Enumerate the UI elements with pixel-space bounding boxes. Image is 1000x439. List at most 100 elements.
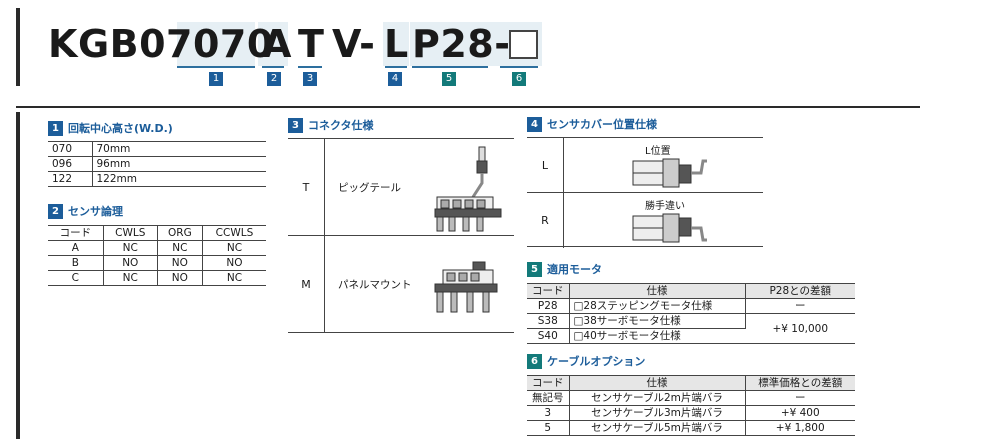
col-header: 仕様 <box>569 283 746 299</box>
table-header-row: コード 仕様 P28との差額 <box>527 283 855 299</box>
underline-3 <box>298 66 322 68</box>
section-6-title: 6 ケーブルオプション <box>527 353 645 369</box>
model-part-a: A <box>262 22 292 66</box>
cell: □40サーボモータ仕様 <box>569 328 745 344</box>
cell: センサケーブル2m片端バラ <box>569 390 746 406</box>
cell: A <box>48 240 104 256</box>
section-2-title: 2 センサ論理 <box>48 203 123 219</box>
underline-5 <box>412 66 488 68</box>
badge-3: 3 <box>303 72 317 86</box>
cell: センサケーブル3m片端バラ <box>569 405 746 421</box>
cell: NC <box>202 270 266 286</box>
badge-2: 2 <box>267 72 281 86</box>
table-row: S40 □40サーボモータ仕様 <box>527 328 855 344</box>
table-row: P28 □28ステッピングモータ仕様 ー <box>527 298 855 314</box>
cell: NC <box>157 240 203 256</box>
underline-1 <box>177 66 255 68</box>
cell: C <box>48 270 104 286</box>
cell: +¥ 400 <box>745 405 855 421</box>
header-divider <box>16 106 920 108</box>
cover-code: R <box>527 193 564 248</box>
model-part-l: L <box>384 22 409 66</box>
section-4-title: 4 センサカバー位置仕様 <box>527 116 657 132</box>
section-1-title: 1 回転中心高さ(W.D.) <box>48 120 173 136</box>
underline-4 <box>385 66 407 68</box>
cable-option-table: コード 仕様 標準価格との差額 無記号 センサケーブル2m片端バラ ー 3 セン… <box>527 375 855 436</box>
cell: NO <box>103 255 158 271</box>
cell: NO <box>157 255 203 271</box>
section-6-number: 6 <box>527 353 542 369</box>
underline-2 <box>262 66 284 68</box>
section-3-label: コネクタ仕様 <box>308 119 374 132</box>
col-header: コード <box>527 375 570 391</box>
table-row: S38 □38サーボモータ仕様 +¥ 10,000 <box>527 313 855 344</box>
cover-code: L <box>527 138 564 192</box>
table-row: M パネルマウント <box>288 236 514 333</box>
col-header: ORG <box>157 225 203 241</box>
wd-code: 070 <box>48 141 93 157</box>
wd-code: 096 <box>48 156 93 172</box>
cell: NO <box>157 270 203 286</box>
sensor-logic-table: コード CWLS ORG CCWLS A NC NC NC B NO NO NO… <box>48 225 266 286</box>
col-header: コード <box>527 283 570 299</box>
cell: +¥ 10,000 <box>745 313 855 344</box>
col-header: P28との差額 <box>745 283 855 299</box>
highlight-segment-4 <box>383 22 409 66</box>
cover-label: L位置 <box>645 146 671 157</box>
wd-value: 96mm <box>92 156 266 172</box>
section-5-title: 5 適用モータ <box>527 261 602 277</box>
panel-mount-connector-drawing <box>434 261 498 313</box>
table-row: A NC NC NC <box>48 240 266 256</box>
section-3-title: 3 コネクタ仕様 <box>288 117 374 133</box>
pigtail-connector-drawing <box>434 146 502 232</box>
section-1-number: 1 <box>48 120 63 136</box>
cell: +¥ 1,800 <box>745 420 855 436</box>
section-5-label: 適用モータ <box>547 263 602 276</box>
motor-table: コード 仕様 P28との差額 P28 □28ステッピングモータ仕様 ー S38 … <box>527 283 855 344</box>
model-part-t: T <box>298 22 325 66</box>
cell: センサケーブル5m片端バラ <box>569 420 746 436</box>
cell: NC <box>103 270 158 286</box>
badge-6: 6 <box>512 72 526 86</box>
cell: B <box>48 255 104 271</box>
blank-option-box <box>509 30 538 59</box>
section-3-number: 3 <box>288 117 303 133</box>
connector-code: T <box>288 139 325 235</box>
left-accent-bar-lower <box>16 112 20 439</box>
table-row: 無記号 センサケーブル2m片端バラ ー <box>527 390 855 406</box>
section-4-label: センサカバー位置仕様 <box>547 118 657 131</box>
table-row: 3 センサケーブル3m片端バラ +¥ 400 <box>527 405 855 421</box>
sensor-cover-table: L L位置 R 勝手違い <box>527 137 763 248</box>
connector-code: M <box>288 236 325 333</box>
connector-label: パネルマウント <box>338 279 412 291</box>
model-part-p28: P28- <box>412 22 511 66</box>
wd-value: 70mm <box>92 141 266 157</box>
cell: P28 <box>527 298 570 314</box>
table-row: 5 センサケーブル5m片端バラ +¥ 1,800 <box>527 420 855 436</box>
cell: ー <box>745 298 855 314</box>
connector-table: T ピッグテール M パネルマウント <box>288 138 514 333</box>
cell: 5 <box>527 420 570 436</box>
left-accent-bar <box>16 8 20 86</box>
cover-label: 勝手違い <box>645 201 685 212</box>
cell: S38 <box>527 313 570 329</box>
table-row: C NC NO NC <box>48 270 266 286</box>
col-header: CWLS <box>103 225 158 241</box>
cell: ー <box>745 390 855 406</box>
cell: NC <box>202 240 266 256</box>
table-row: R 勝手違い <box>527 193 763 248</box>
model-base: KGB07070 <box>48 22 274 66</box>
table-header-row: コード 仕様 標準価格との差額 <box>527 375 855 391</box>
col-header: 標準価格との差額 <box>745 375 855 391</box>
highlight-segment-1 <box>177 22 255 66</box>
wd-code: 122 <box>48 171 93 187</box>
section-6-label: ケーブルオプション <box>547 355 646 368</box>
l-position-drawing <box>632 158 707 188</box>
highlight-segment-2 <box>258 22 288 66</box>
cell: 3 <box>527 405 570 421</box>
cell: □28ステッピングモータ仕様 <box>569 298 746 314</box>
table-row: L L位置 <box>527 138 763 193</box>
